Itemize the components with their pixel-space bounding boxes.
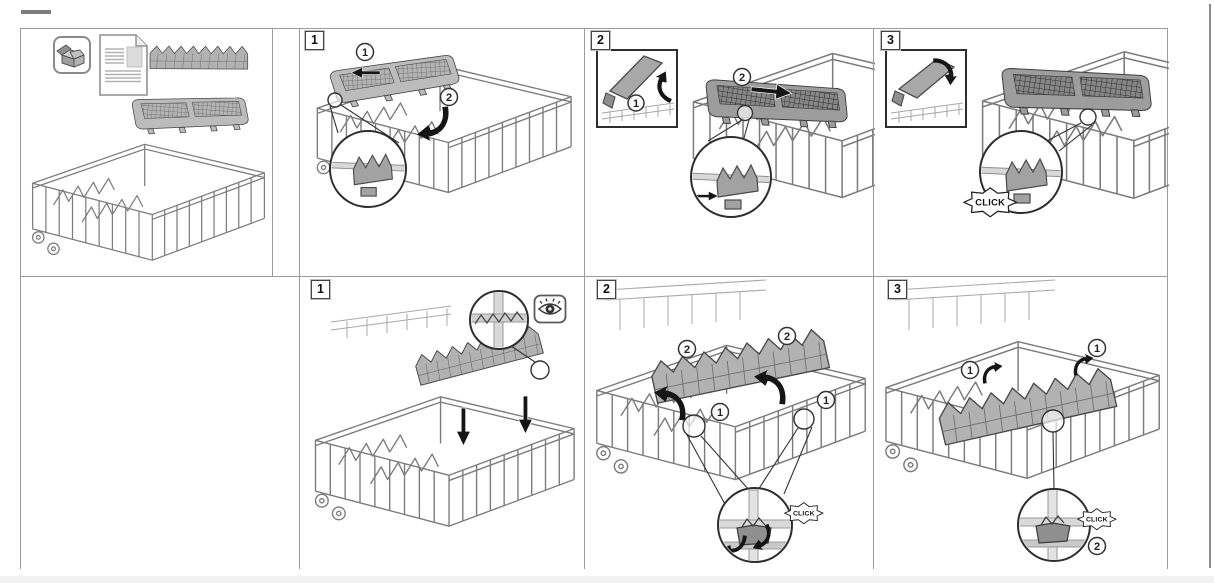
document-icon [99, 34, 148, 96]
arrow-down-icon [518, 395, 533, 435]
step-badge: 1 [304, 30, 325, 51]
click-burst: CLICK [1077, 508, 1117, 531]
panel-step1-place-tray: 1 1 2 [299, 29, 585, 276]
callout-1a: 1 [960, 360, 980, 380]
step-badge: 3 [880, 30, 901, 51]
panel-step2-slide-tray: 2 2 1 [584, 29, 875, 276]
scrollbar[interactable] [1209, 4, 1211, 568]
callout-2a: 2 [677, 339, 697, 359]
svg-text:1: 1 [823, 395, 829, 407]
target-circle [793, 408, 815, 430]
callout-1b: 1 [816, 390, 836, 410]
panel-step3-lock-rack: 3 1 1 CLICK 2 [873, 276, 1167, 569]
callout-2: 2 [732, 67, 752, 87]
step3-illustration: CLICK [885, 49, 1169, 218]
page-bottom-edge [0, 576, 1214, 583]
target-circle [736, 104, 754, 122]
svg-text:2: 2 [684, 344, 690, 356]
panel-empty [21, 276, 300, 569]
step-badge: 1 [310, 279, 331, 300]
panel-package-contents [21, 29, 273, 276]
eye-icon [533, 294, 567, 324]
callout-2: 2 [439, 87, 459, 107]
svg-text:2: 2 [739, 72, 745, 84]
svg-text:2: 2 [784, 331, 790, 343]
step2-illustration: 2 1 [596, 49, 875, 218]
svg-text:1: 1 [717, 407, 723, 419]
svg-text:1: 1 [633, 98, 639, 110]
click-burst: CLICK [784, 502, 824, 525]
basket-wireframe [314, 396, 575, 527]
rack-detail [471, 292, 527, 348]
callout-2: 2 [1087, 536, 1107, 556]
step-badge: 3 [887, 279, 908, 300]
svg-text:1: 1 [967, 365, 973, 377]
inset-flap-close [885, 49, 967, 128]
callout-1b: 1 [1087, 338, 1107, 358]
knife-rack-part [148, 36, 251, 80]
step3-illustration: 1 1 CLICK 2 [885, 279, 1160, 562]
target-circle [530, 360, 550, 380]
panel-step1-insert-rack: 1 [299, 276, 585, 569]
step-badge: 2 [596, 279, 617, 300]
box-icon [53, 36, 91, 74]
inset-flap-open: 1 [596, 49, 684, 128]
callout-1a: 1 [710, 402, 730, 422]
svg-text:CLICK: CLICK [793, 511, 815, 518]
svg-text:1: 1 [1094, 343, 1100, 355]
package-contents-illustration [31, 34, 266, 261]
panel-step2-fold-rack: 2 2 2 1 1 [584, 276, 874, 569]
instruction-grid: 1 1 2 2 2 [20, 28, 1169, 569]
click-burst: CLICK [963, 187, 1018, 218]
svg-text:2: 2 [446, 92, 452, 104]
svg-text:2: 2 [1094, 541, 1100, 553]
target-circle [682, 414, 706, 438]
curved-arrow-icon [982, 362, 1003, 384]
target-circle [1079, 108, 1097, 126]
inset-callout-1: 1 [627, 94, 645, 112]
step2-illustration: 2 2 1 1 CLICK [596, 279, 866, 563]
panel-step3-close-flap: 3 CLICK [873, 29, 1169, 276]
callout-1: 1 [355, 42, 375, 62]
callout-2b: 2 [777, 326, 797, 346]
svg-text:CLICK: CLICK [1086, 517, 1108, 524]
tray-part [996, 55, 1156, 133]
svg-text:1: 1 [362, 47, 368, 59]
step-badge: 2 [590, 30, 611, 51]
step1-illustration [314, 290, 575, 527]
rack-part [648, 327, 832, 405]
svg-text:CLICK: CLICK [975, 198, 1005, 208]
target-circle [327, 92, 343, 108]
arrow-down-icon [456, 407, 471, 447]
cup-tray-part [129, 90, 251, 142]
step1-illustration: 1 2 [316, 42, 572, 208]
page-section-marker [21, 10, 51, 14]
target-circle [1041, 409, 1065, 433]
lower-basket-wireframe [31, 143, 266, 261]
